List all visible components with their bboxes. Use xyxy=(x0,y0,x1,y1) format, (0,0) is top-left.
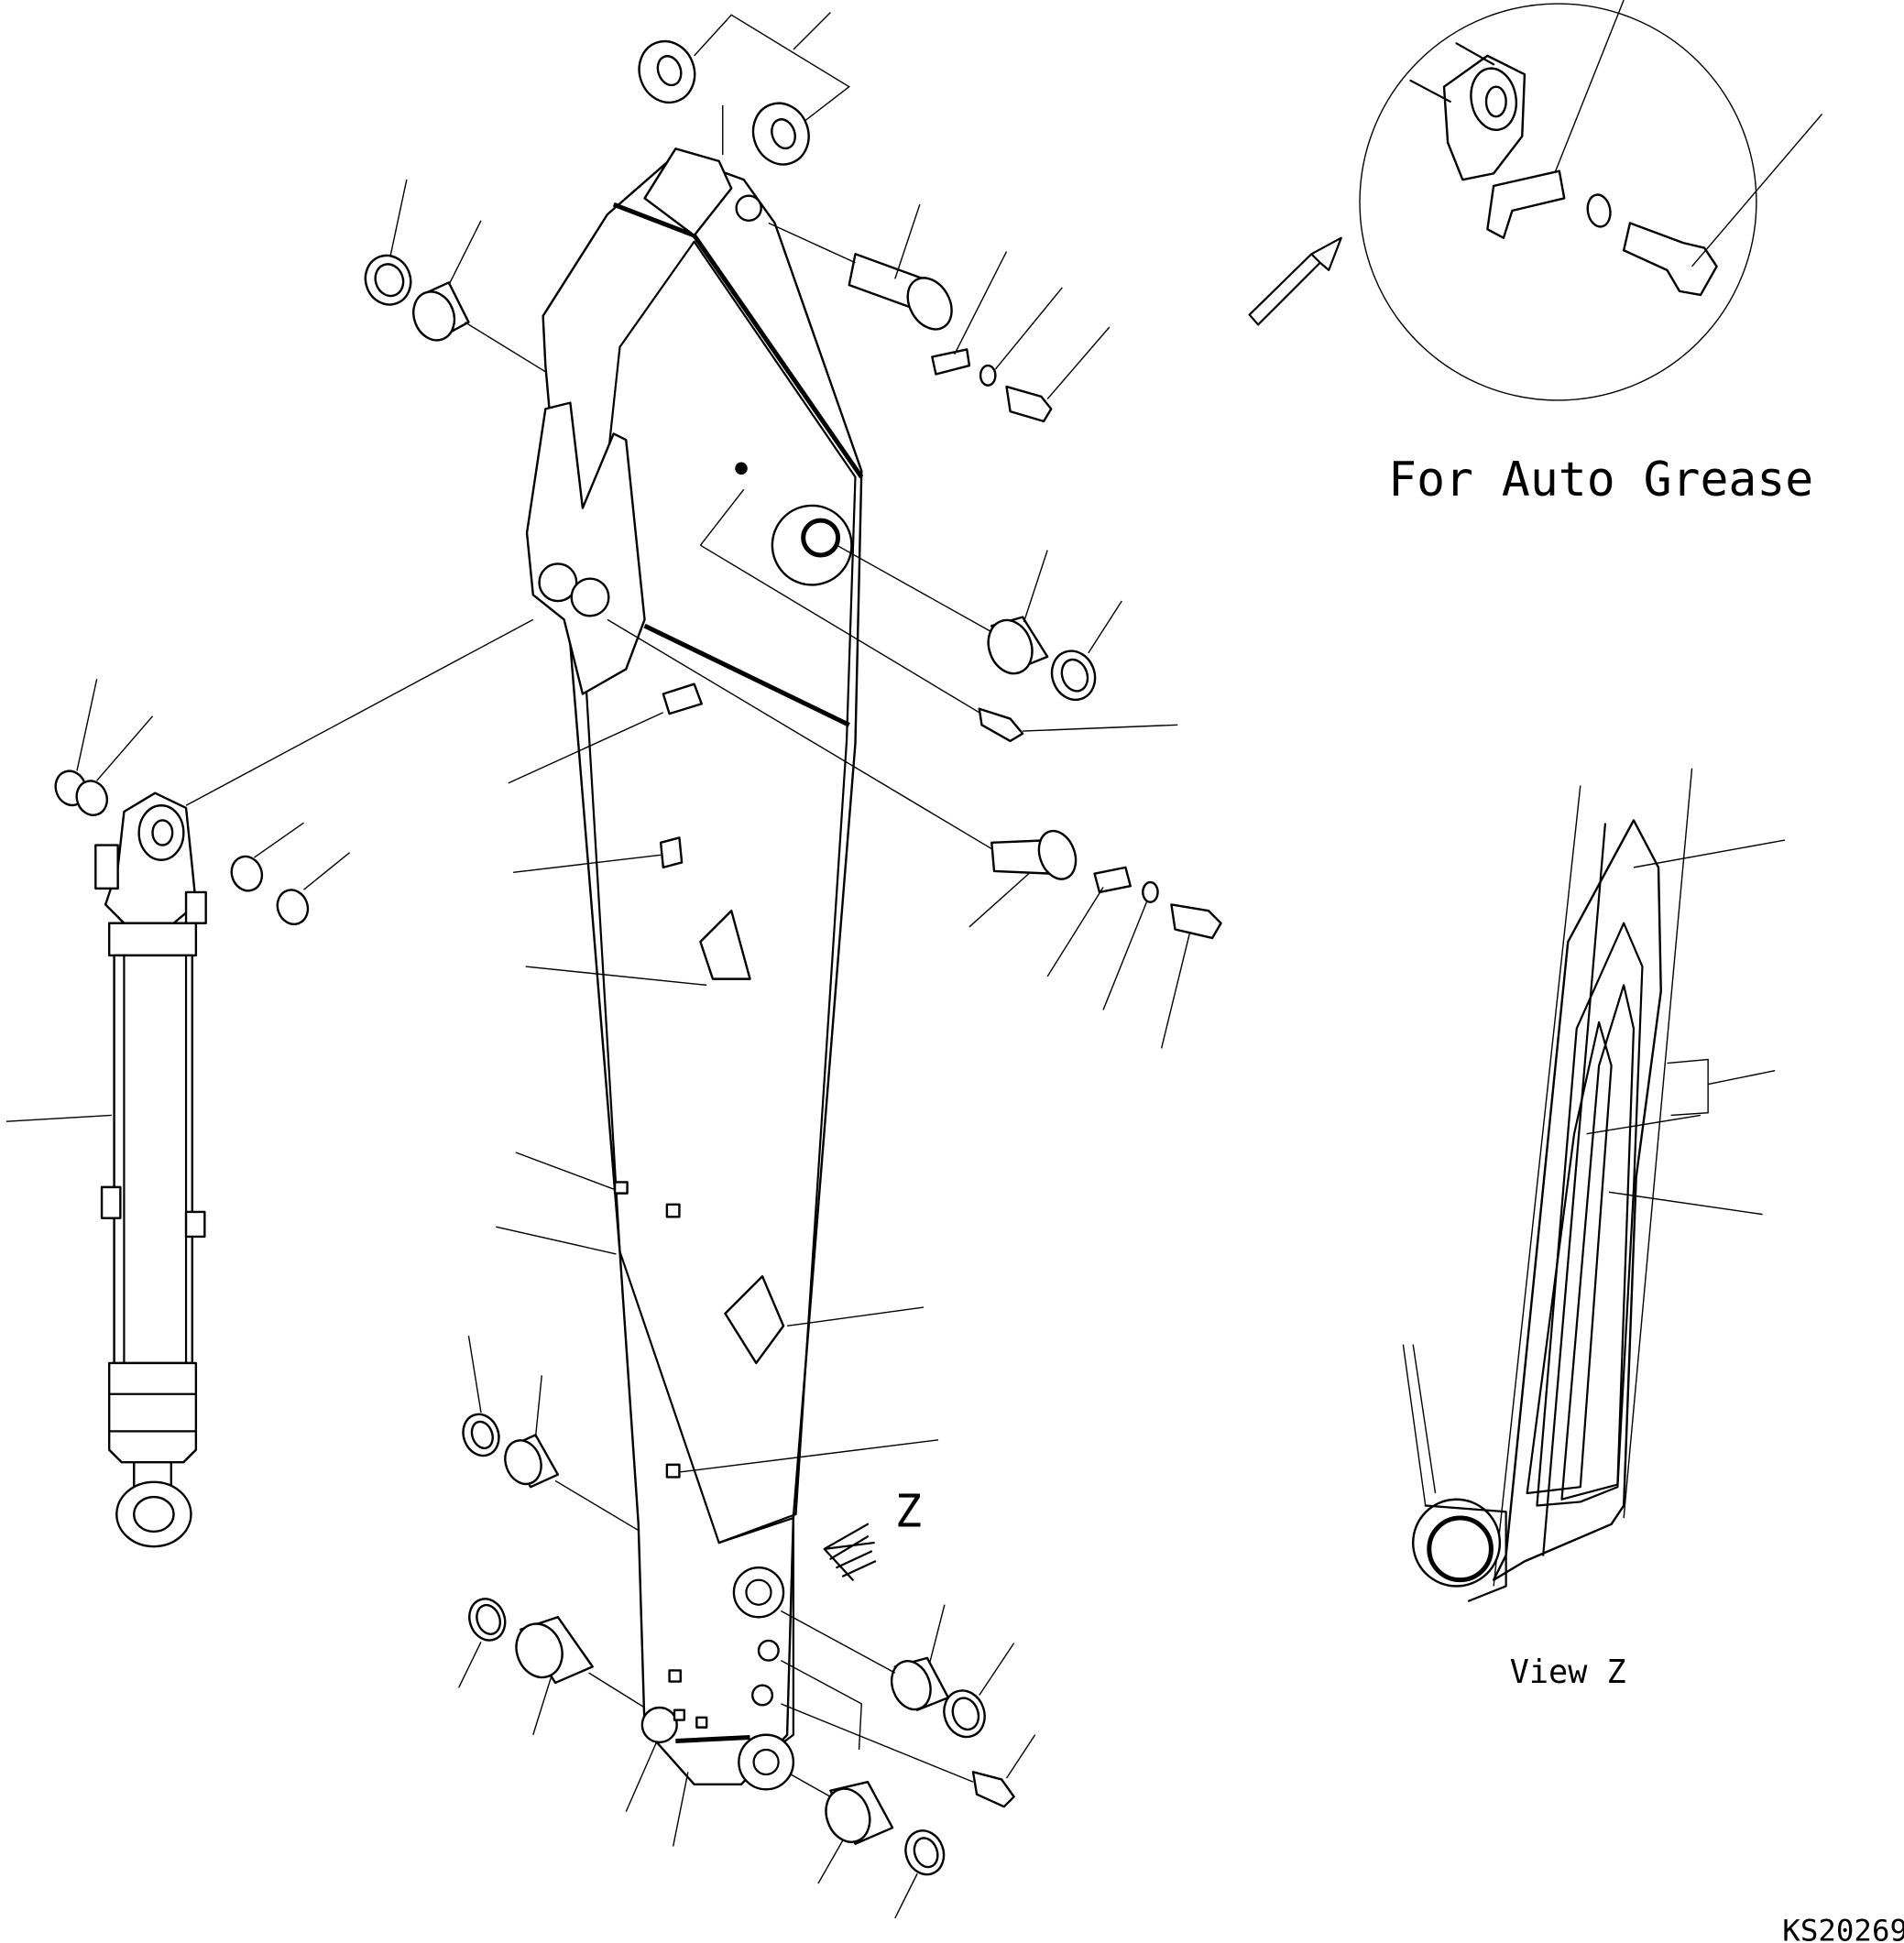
top-washers xyxy=(630,13,848,173)
head-hole-2 xyxy=(752,1686,772,1706)
arm-pin-boss-lower-inner xyxy=(754,1750,779,1774)
boom-cross-band xyxy=(645,626,849,725)
boom-cylinder xyxy=(6,619,533,1546)
head-side-boss xyxy=(642,1708,677,1742)
drawing-number: KS202691 xyxy=(1782,1913,1904,1943)
pipe-clamp-4 xyxy=(725,1276,783,1363)
arm-pin-boss-lower xyxy=(739,1735,793,1790)
boom-assembly xyxy=(527,148,861,1789)
head-hole-1 xyxy=(759,1641,779,1661)
view-z-letter: Z xyxy=(895,1487,922,1538)
boom-top-hole xyxy=(737,196,761,221)
view-z-caption: View Z xyxy=(1510,1654,1626,1691)
boom-center-boss-outer xyxy=(772,506,852,585)
hatched-arrow-icon xyxy=(825,1524,875,1580)
boom-side-panel xyxy=(585,242,856,1543)
center-bushing-set xyxy=(700,489,1177,741)
head-side-band xyxy=(675,1737,750,1741)
small-clip-5 xyxy=(674,1710,684,1720)
upper-right-pin-set xyxy=(769,204,1110,421)
detail-circle xyxy=(1360,4,1756,400)
detail-arrow-icon xyxy=(1250,238,1341,325)
pipe-clamp-1 xyxy=(663,684,702,714)
boom-top-bracket xyxy=(645,148,732,235)
grease-point-dot xyxy=(735,462,748,475)
left-leaders xyxy=(496,713,938,1472)
boom-foot-hole-2 xyxy=(572,579,609,617)
pipe-clamp-3 xyxy=(700,911,750,978)
boom-body xyxy=(543,155,862,1785)
auto-grease-caption: For Auto Grease xyxy=(1388,453,1813,508)
middle-pin-set xyxy=(607,619,1221,1048)
small-clip-4 xyxy=(670,1670,681,1681)
arm-pin-boss-upper xyxy=(734,1567,783,1617)
small-clip-3 xyxy=(667,1465,680,1478)
view-z-detail: View Z xyxy=(1403,769,1785,1691)
boom-foot-hole-1 xyxy=(540,563,577,601)
lower-left-bushing-set xyxy=(457,1336,688,1846)
small-clip-2 xyxy=(667,1205,680,1217)
arm-pin-boss-upper-inner xyxy=(746,1580,771,1605)
boom-foot-bracket xyxy=(527,403,645,694)
upper-left-bushing-set xyxy=(358,180,545,372)
auto-grease-detail: For Auto Grease xyxy=(1250,0,1822,508)
small-clip-6 xyxy=(696,1718,706,1728)
lower-right-bushing-set xyxy=(781,1605,1034,1918)
small-clip-1 xyxy=(615,1182,628,1193)
view-z-marker: Z xyxy=(825,1487,922,1580)
boom-center-boss-inner xyxy=(804,520,838,555)
pipe-clamp-2 xyxy=(661,837,682,867)
